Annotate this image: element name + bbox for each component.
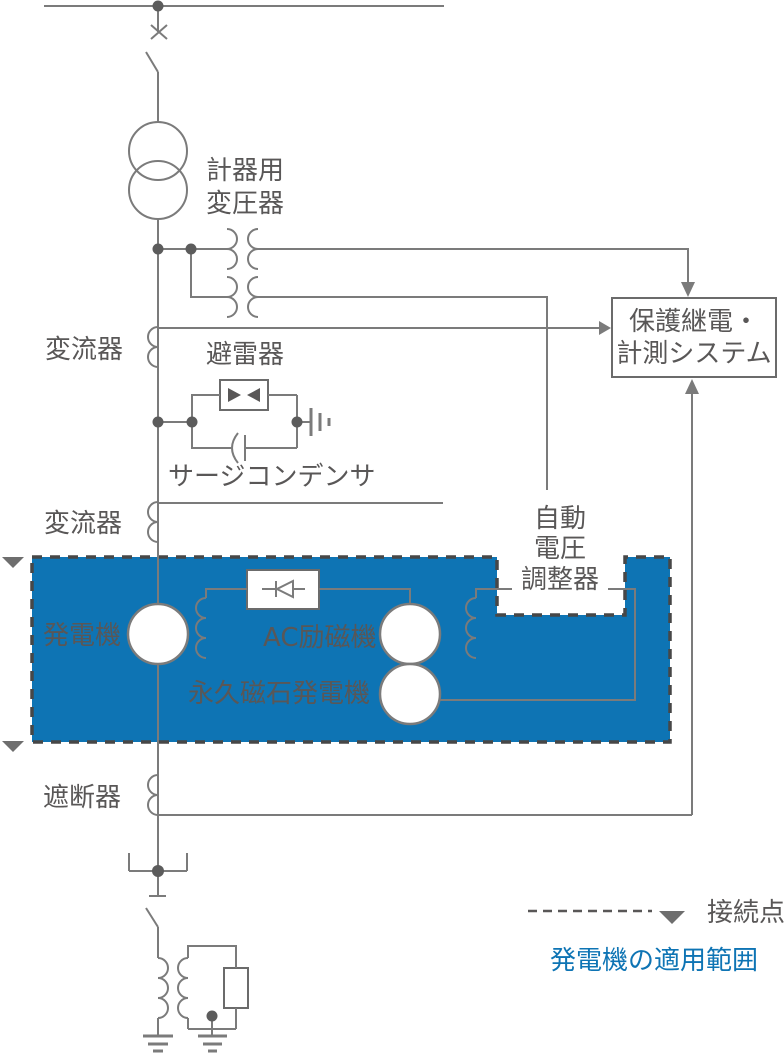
junction-dot bbox=[152, 243, 164, 255]
junction-dot bbox=[152, 0, 164, 12]
grounding-resistor-box bbox=[223, 967, 249, 1009]
pmg-circle bbox=[378, 662, 442, 726]
gnd-tr-winding-left bbox=[157, 957, 169, 1019]
arrow-down-icon bbox=[681, 282, 695, 297]
ct2-winding bbox=[147, 501, 159, 543]
arrester-icon bbox=[228, 388, 260, 402]
breaker-winding bbox=[147, 774, 159, 816]
generator-circle bbox=[126, 602, 190, 666]
ct1-winding bbox=[147, 326, 159, 368]
capacitor-curved-plate bbox=[231, 432, 239, 464]
gnd-tr-winding-right bbox=[177, 957, 189, 1019]
vt2-winding-left bbox=[226, 276, 238, 318]
arrow-right-icon bbox=[599, 321, 611, 335]
side-ground-icon bbox=[309, 408, 331, 436]
avr-box-label-2: 電圧 bbox=[534, 534, 586, 564]
vt1-winding-left bbox=[226, 228, 238, 270]
arrester-box bbox=[219, 379, 269, 411]
disconnector-blade bbox=[145, 51, 159, 73]
ground-icon-left bbox=[143, 1034, 173, 1053]
instrument-transformer-label-1: 計器用 bbox=[206, 156, 284, 186]
ct2-label: 変流器 bbox=[44, 509, 122, 539]
vt2-wire-to-avr bbox=[258, 296, 548, 490]
coil-to-diode-wire bbox=[205, 588, 247, 598]
vt2-winding-right bbox=[247, 276, 259, 318]
legend-diamond-icon bbox=[659, 898, 685, 924]
junction-dot bbox=[291, 416, 303, 428]
avr-to-pmg-wire bbox=[439, 588, 636, 701]
connection-point-diamond bbox=[2, 730, 24, 752]
junction-dot bbox=[185, 243, 197, 255]
arrow-up-icon bbox=[685, 379, 699, 394]
generator-scope-region bbox=[30, 555, 672, 744]
junction-dot bbox=[206, 1010, 218, 1022]
avr-box bbox=[512, 490, 608, 610]
ct1-label: 変流器 bbox=[45, 335, 123, 365]
surge-capacitor-label: サージコンデンサ bbox=[168, 462, 375, 492]
avr-box-label-3: 調整器 bbox=[521, 565, 599, 595]
x-mark-icon bbox=[150, 24, 168, 40]
diode-to-exciter-wire bbox=[319, 588, 411, 604]
ground-icon-right bbox=[198, 1034, 227, 1053]
breaker-label: 遮断器 bbox=[43, 783, 121, 813]
generator-field-coil bbox=[195, 597, 207, 659]
vt1-winding-right bbox=[247, 228, 259, 270]
pmg-label: 永久磁石発電機 bbox=[188, 679, 370, 709]
vt1-wire-to-protection bbox=[258, 248, 689, 282]
vt-circle-upper bbox=[128, 121, 188, 181]
junction-dot bbox=[152, 416, 164, 428]
avr-box-label-1: 自動 bbox=[534, 504, 586, 534]
gnd-tr-secondary-wire bbox=[187, 945, 237, 1030]
ac-exciter-circle bbox=[378, 602, 442, 666]
diode-icon bbox=[262, 579, 305, 599]
protection-box-label-1: 保護継電・ bbox=[629, 307, 759, 337]
instrument-transformer-label-2: 変圧器 bbox=[206, 189, 284, 219]
connection-point-diamond bbox=[2, 546, 24, 568]
vt-circle-lower bbox=[128, 160, 188, 220]
junction-dot bbox=[152, 865, 164, 877]
legend-scope-label: 発電機の適用範囲 bbox=[550, 946, 758, 976]
coil-to-avr-wire bbox=[475, 588, 512, 598]
generator-label: 発電機 bbox=[43, 621, 121, 651]
protection-box-label-2: 計測システム bbox=[616, 339, 771, 369]
avr-field-coil bbox=[465, 597, 477, 659]
vt2-drop-wire bbox=[190, 249, 227, 298]
legend-connection-point-label: 接続点 bbox=[707, 898, 784, 928]
arrester-label: 避雷器 bbox=[206, 340, 284, 370]
protection-box bbox=[611, 297, 777, 378]
ac-exciter-label: AC励磁機 bbox=[263, 623, 376, 653]
earthing-switch-blade bbox=[145, 907, 159, 928]
junction-dot bbox=[186, 416, 198, 428]
